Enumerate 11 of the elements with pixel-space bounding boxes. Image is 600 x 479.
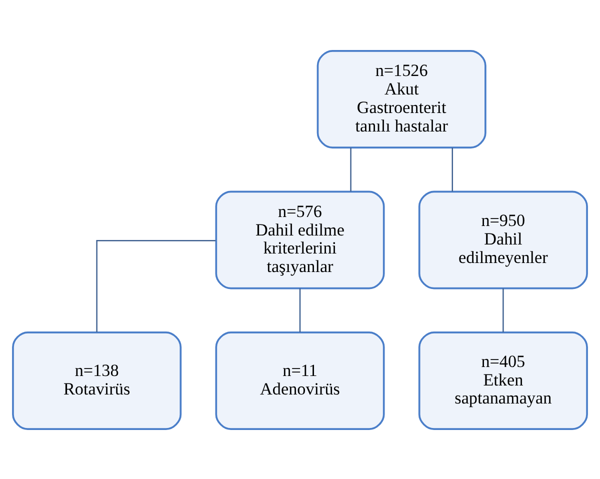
node-box: n=405 Etken saptanamayan <box>418 331 588 430</box>
connector <box>350 147 352 191</box>
connector <box>299 288 301 332</box>
node-box: n=1526 Akut Gastroenterit tanılı hastalar <box>316 49 486 148</box>
node-box: n=950 Dahil edilmeyenler <box>418 190 588 289</box>
connector <box>502 288 504 332</box>
connector <box>96 240 216 332</box>
connector <box>452 147 453 191</box>
node-box: n=11 Adenovirüs <box>215 331 385 430</box>
node-box: n=138 Rotavirüs <box>12 331 182 430</box>
node-box: n=576 Dahil edilme kriterlerini taşıyanlar <box>215 190 385 289</box>
